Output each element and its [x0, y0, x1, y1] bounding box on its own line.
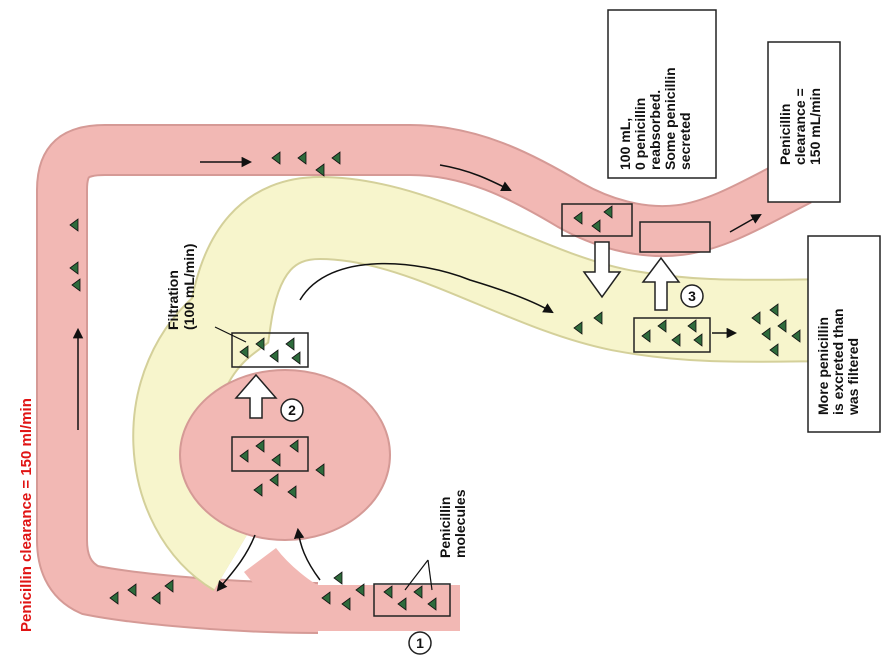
penicillin-molecules-line-1: Penicillin [437, 497, 453, 558]
step-3-number: 3 [688, 288, 696, 304]
penicillin-molecule [292, 352, 300, 364]
clearance-line-1: Penicillin [777, 104, 793, 165]
filtration-line-1: Filtration [165, 270, 181, 330]
excreted-line-3: was filtered [845, 338, 861, 416]
step-2-badge: 2 [281, 399, 303, 421]
filtration-label: Filtration (100 mL/min) [165, 244, 197, 330]
filtration-line-2: (100 mL/min) [181, 244, 197, 330]
reabsorbed-line-3: reabsorbed. [647, 90, 663, 170]
step-1-badge: 1 [409, 632, 431, 654]
clearance-line-3: 150 mL/min [807, 88, 823, 165]
penicillin-molecule [286, 338, 294, 350]
excreted-line-2: is excreted than [830, 308, 846, 415]
reabsorbed-line-1: 100 mL, [617, 118, 633, 170]
diagram-title: Penicillin clearance = 150 ml/min [18, 398, 35, 632]
reabsorbed-line-5: secreted [677, 112, 693, 170]
penicillin-molecules-label: Penicillin molecules [437, 489, 468, 558]
reabsorbed-line-4: Some penicillin [662, 67, 678, 170]
step-3-badge: 3 [681, 285, 703, 307]
step-2-number: 2 [288, 402, 296, 418]
penicillin-molecule [270, 350, 278, 362]
vessel-exit-box [640, 222, 710, 252]
excreted-line-1: More penicillin [815, 317, 831, 415]
clearance-line-2: clearance = [792, 88, 808, 165]
reabsorbed-line-2: 0 penicillin [632, 98, 648, 170]
penicillin-molecule [334, 572, 342, 584]
step-1-number: 1 [416, 635, 424, 651]
penicillin-molecules-line-2: molecules [452, 489, 468, 558]
glomerulus [180, 370, 390, 540]
